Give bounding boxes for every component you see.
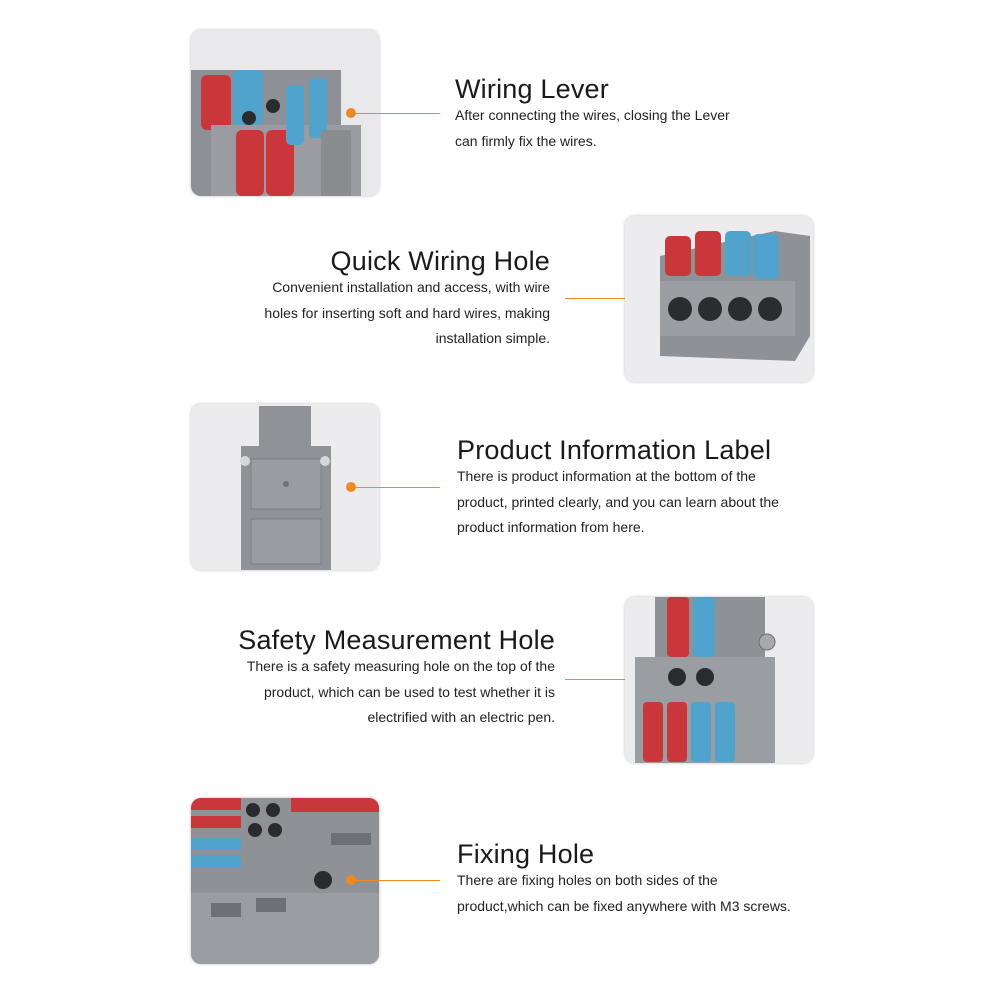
- section-title-safety-measurement-hole: Safety Measurement Hole: [238, 625, 555, 655]
- callout-line: [565, 298, 650, 299]
- callout-line: [565, 679, 650, 680]
- wiring-hole-photo: [625, 216, 813, 382]
- measurement-hole-photo: [625, 597, 813, 763]
- section-description-product-information-label: There is product information at the bott…: [457, 468, 779, 535]
- callout-dot: [346, 108, 356, 118]
- section-description-fixing-hole: There are fixing holes on both sides of …: [457, 872, 791, 914]
- section-description-wiring-lever: After connecting the wires, closing the …: [455, 107, 730, 149]
- section-title-fixing-hole: Fixing Hole: [457, 839, 595, 869]
- callout-line: [356, 880, 440, 881]
- callout-line: [356, 113, 440, 114]
- section-title-quick-wiring-hole: Quick Wiring Hole: [330, 246, 550, 276]
- section-description-quick-wiring-hole: Convenient installation and access, with…: [264, 279, 550, 346]
- callout-dot: [346, 482, 356, 492]
- section-title-wiring-lever: Wiring Lever: [455, 74, 609, 104]
- section-title-product-information-label: Product Information Label: [457, 435, 772, 465]
- callout-line: [356, 487, 440, 488]
- section-description-safety-measurement-hole: There is a safety measuring hole on the …: [246, 658, 555, 725]
- callout-dot: [346, 875, 356, 885]
